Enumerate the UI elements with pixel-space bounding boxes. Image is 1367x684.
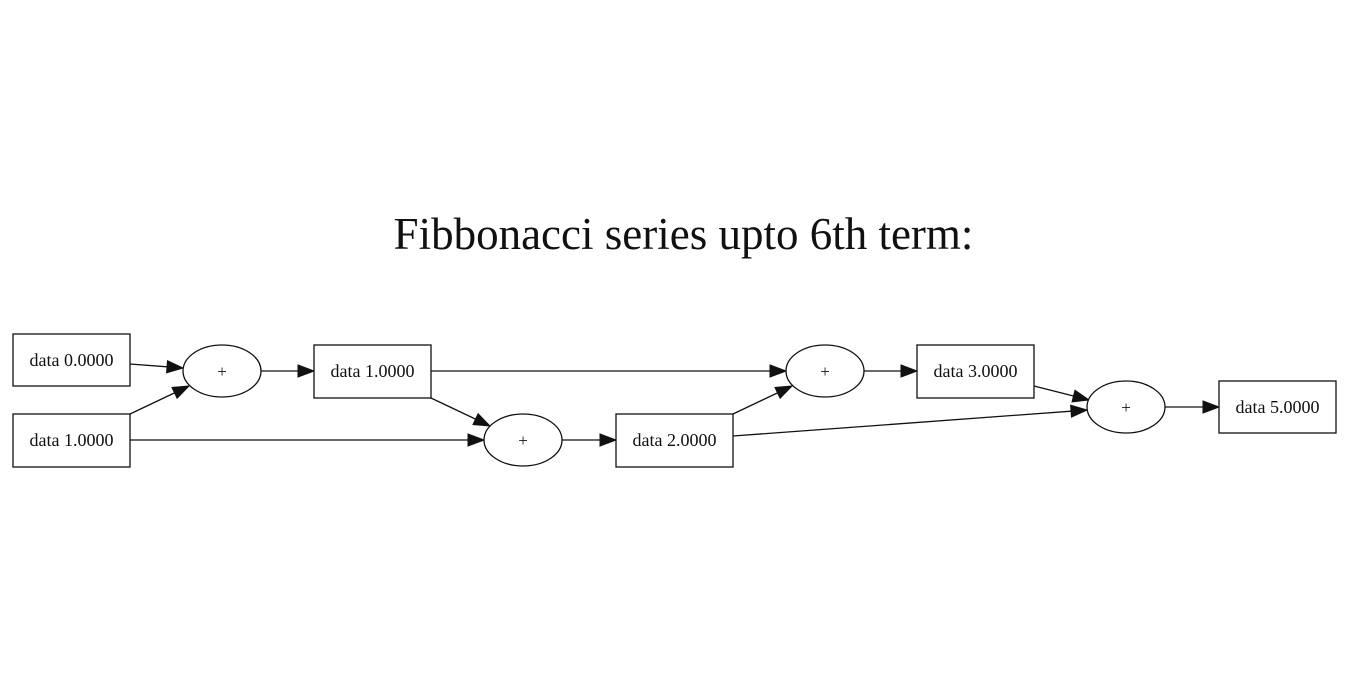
node-data-1-label: data 1.0000 xyxy=(331,361,415,381)
node-data-5: data 5.0000 xyxy=(1218,380,1337,434)
op-add-4: + xyxy=(1086,380,1166,434)
arrowhead-d0-to-op1 xyxy=(166,360,185,374)
edge-d0-to-op1 xyxy=(129,363,168,368)
edge-d1a-to-op2 xyxy=(430,397,476,420)
edge-d2-to-op4 xyxy=(732,410,1072,437)
op-add-3: + xyxy=(785,344,865,398)
arrowhead-op2-to-d2 xyxy=(599,433,618,447)
node-data-1-input: data 1.0000 xyxy=(12,413,131,468)
node-data-2: data 2.0000 xyxy=(615,413,734,468)
arrowhead-op1-to-d1a xyxy=(297,364,316,378)
arrowhead-d1b-to-op1 xyxy=(171,385,191,400)
arrowhead-op3-to-d3 xyxy=(900,364,919,378)
edges-layer xyxy=(129,360,1221,447)
node-data-0-label: data 0.0000 xyxy=(30,350,114,370)
op-add-1: + xyxy=(182,344,262,398)
arrowhead-d3-to-op4 xyxy=(1071,389,1091,403)
node-data-0: data 0.0000 xyxy=(12,333,131,387)
edge-d3-to-op4 xyxy=(1033,385,1074,397)
arrowhead-op4-to-d5 xyxy=(1202,400,1221,414)
arrowhead-d2-to-op3 xyxy=(774,385,794,400)
edge-d2-to-op3 xyxy=(732,392,778,415)
diagram-title: Fibbonacci series upto 6th term: xyxy=(393,209,974,259)
op-add-3-label: + xyxy=(820,362,830,381)
op-add-4-label: + xyxy=(1121,398,1131,417)
op-add-2: + xyxy=(483,413,563,467)
arrowhead-d1b-to-op2 xyxy=(467,433,486,447)
node-data-3-label: data 3.0000 xyxy=(934,361,1018,381)
arrowhead-d1a-to-op3 xyxy=(769,364,788,378)
node-data-5-label: data 5.0000 xyxy=(1236,397,1320,417)
nodes-layer: data 0.0000 data 1.0000 + data 1.0000 + xyxy=(12,333,1337,468)
arrowhead-d2-to-op4 xyxy=(1070,404,1089,418)
op-add-1-label: + xyxy=(217,362,227,381)
arrowhead-d1a-to-op2 xyxy=(472,412,492,427)
node-data-1: data 1.0000 xyxy=(313,344,432,399)
node-data-2-label: data 2.0000 xyxy=(633,430,717,450)
node-data-1-input-label: data 1.0000 xyxy=(30,430,114,450)
node-data-3: data 3.0000 xyxy=(916,344,1035,399)
edge-d1b-to-op1 xyxy=(129,392,175,415)
op-add-2-label: + xyxy=(518,431,528,450)
